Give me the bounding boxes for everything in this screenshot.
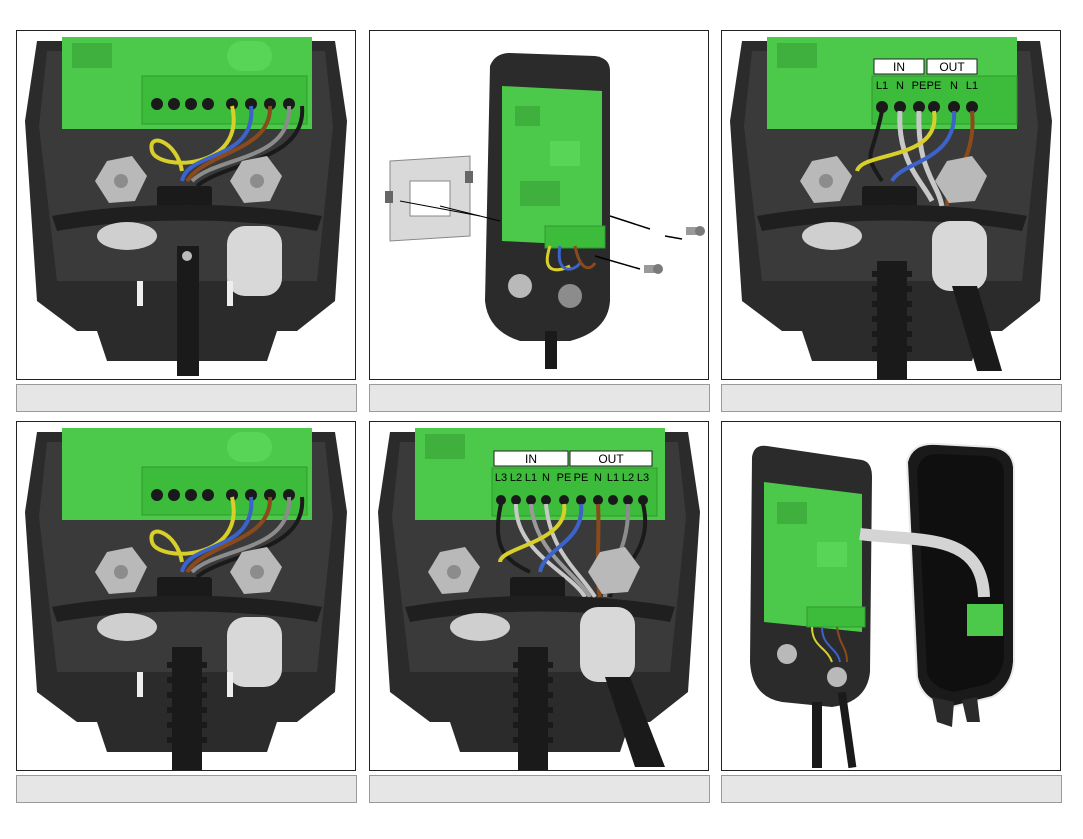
terminal-label: N	[896, 80, 904, 92]
cable-gland	[932, 221, 987, 291]
terminal-label: L1	[876, 80, 888, 92]
screw-icon	[644, 264, 663, 274]
terminal-label: N	[542, 472, 550, 484]
in-label: IN	[893, 60, 905, 74]
terminal-label: PE	[927, 80, 942, 92]
terminal-label: PE	[557, 472, 572, 484]
cable-gland	[227, 226, 282, 296]
figure-panel-2	[369, 30, 709, 380]
terminal-block	[142, 467, 307, 515]
corrugated-conduit	[167, 647, 207, 770]
figure-panel-4	[16, 421, 356, 771]
caption-1	[16, 384, 357, 412]
terminal-block	[872, 76, 1017, 124]
terminal-block	[142, 76, 307, 124]
in-label: IN	[525, 452, 537, 466]
figure-panel-3: IN OUT L1 N PE PE N L1	[721, 30, 1061, 380]
terminal-label: L1	[607, 472, 619, 484]
screw-icon	[686, 226, 705, 236]
caption-4	[16, 775, 357, 803]
cable-gland	[227, 617, 282, 687]
figure-panel-5: IN OUT L3 L2 L1 N PE PE N L1 L2 L3	[369, 421, 709, 771]
terminal-label: N	[594, 472, 602, 484]
figure-panel-1	[16, 30, 356, 380]
out-label: OUT	[939, 60, 965, 74]
caption-6	[721, 775, 1062, 803]
terminal-block	[807, 607, 865, 627]
cable	[177, 246, 199, 376]
terminal-label: L3	[495, 472, 507, 484]
caption-5	[369, 775, 710, 803]
out-label: OUT	[598, 452, 624, 466]
cable-gland	[580, 607, 635, 682]
display-board	[967, 604, 1003, 636]
figure-panel-6	[721, 421, 1061, 771]
terminal-block	[545, 226, 605, 248]
terminal-label: L1	[525, 472, 537, 484]
corrugated-conduit	[513, 647, 553, 770]
corrugated-conduit	[872, 261, 912, 379]
caption-3	[721, 384, 1062, 412]
terminal-label: PE	[912, 80, 927, 92]
terminal-label: N	[950, 80, 958, 92]
terminal-label: L2	[510, 472, 522, 484]
terminal-label: L2	[622, 472, 634, 484]
terminal-label: PE	[574, 472, 589, 484]
caption-2	[369, 384, 710, 412]
terminal-label: L3	[637, 472, 649, 484]
terminal-label: L1	[966, 80, 978, 92]
mounting-bracket	[385, 156, 473, 241]
